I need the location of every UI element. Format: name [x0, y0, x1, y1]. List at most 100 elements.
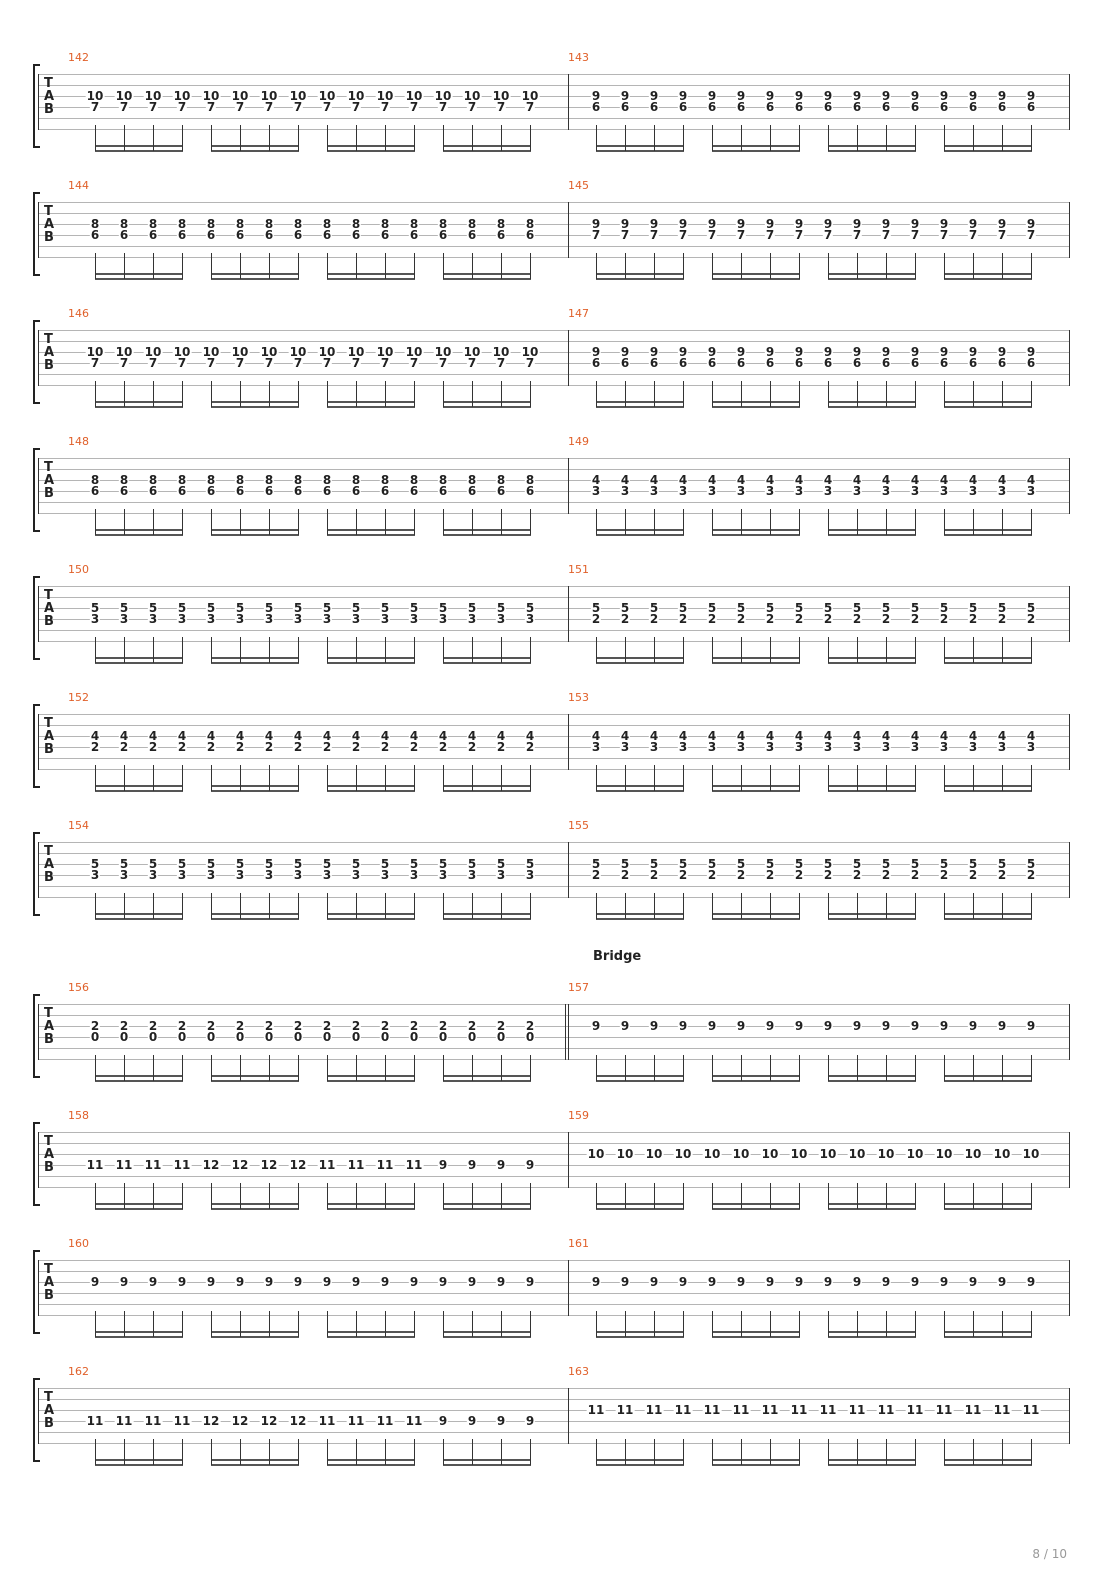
note-stem — [153, 509, 154, 535]
sixteenth-beam — [327, 1203, 415, 1205]
note-stem — [385, 637, 386, 663]
note-stem — [501, 125, 502, 151]
note-stem — [741, 125, 742, 151]
sixteenth-beam — [327, 273, 415, 275]
fret-number: 3 — [495, 612, 507, 626]
fret-number: 4 — [909, 729, 921, 743]
fret-number: 9 — [495, 1275, 507, 1289]
note-stem — [712, 637, 713, 663]
fret-number: 9 — [677, 1275, 689, 1289]
fret-number: 9 — [764, 89, 776, 103]
note-stem — [95, 1183, 96, 1209]
fret-number: 10 — [375, 89, 395, 103]
fret-number: 9 — [706, 89, 718, 103]
sixteenth-beam — [712, 1203, 800, 1205]
note-stem — [327, 637, 328, 663]
note-stem — [683, 509, 684, 535]
note-stem — [857, 253, 858, 279]
note-stem — [443, 893, 444, 919]
fret-number: 10 — [143, 345, 163, 359]
fret-number: 6 — [263, 484, 275, 498]
fret-number: 7 — [466, 100, 478, 114]
string-line — [38, 1037, 1070, 1038]
fret-number: 4 — [706, 473, 718, 487]
barline-end — [1069, 1388, 1070, 1444]
fret-number: 2 — [909, 868, 921, 882]
fret-number: 5 — [234, 601, 246, 615]
tab-clef-letter: B — [44, 614, 54, 629]
fret-number: 10 — [85, 89, 105, 103]
tab-clef-letter: T — [44, 1390, 53, 1405]
fret-number: 8 — [321, 473, 333, 487]
tab-clef-letter: A — [44, 729, 55, 744]
fret-number: 2 — [880, 612, 892, 626]
fret-number: 2 — [996, 612, 1008, 626]
note-stem — [298, 381, 299, 407]
fret-number: 3 — [1025, 740, 1037, 754]
fret-number: 9 — [466, 1414, 478, 1428]
fret-number: 3 — [321, 868, 333, 882]
fret-number: 5 — [292, 857, 304, 871]
fret-number: 9 — [524, 1414, 536, 1428]
sixteenth-beam — [944, 273, 1032, 275]
sixteenth-beam — [327, 913, 415, 915]
fret-number: 9 — [648, 345, 660, 359]
measure-number: 144 — [68, 179, 89, 192]
note-stem — [240, 1055, 241, 1081]
sixteenth-beam — [95, 1336, 183, 1338]
string-line — [38, 1187, 1070, 1188]
note-stem — [530, 765, 531, 791]
fret-number: 7 — [379, 100, 391, 114]
fret-number: 3 — [822, 484, 834, 498]
fret-number: 5 — [1025, 601, 1037, 615]
note-stem — [211, 1439, 212, 1465]
sixteenth-beam — [596, 662, 684, 664]
string-line — [38, 202, 1070, 203]
barline-end — [1069, 202, 1070, 258]
note-stem — [944, 253, 945, 279]
note-stem — [472, 1183, 473, 1209]
string-line — [38, 1165, 1070, 1166]
fret-number: 4 — [495, 729, 507, 743]
string-line — [38, 491, 1070, 492]
string-line — [38, 129, 1070, 130]
fret-number: 5 — [466, 857, 478, 871]
string-line — [38, 769, 1070, 770]
fret-number: 6 — [590, 100, 602, 114]
note-stem — [240, 1439, 241, 1465]
fret-number: 9 — [466, 1275, 478, 1289]
fret-number: 7 — [590, 228, 602, 242]
note-stem — [1031, 509, 1032, 535]
fret-number: 10 — [520, 345, 540, 359]
sixteenth-beam — [828, 1208, 916, 1210]
note-stem — [1031, 253, 1032, 279]
fret-number: 2 — [118, 740, 130, 754]
fret-number: 10 — [934, 1147, 954, 1161]
note-stem — [886, 893, 887, 919]
fret-number: 2 — [176, 1019, 188, 1033]
sixteenth-beam — [95, 401, 183, 403]
sixteenth-beam — [443, 1459, 531, 1461]
note-stem — [944, 637, 945, 663]
fret-number: 9 — [590, 1019, 602, 1033]
string-line — [38, 619, 1070, 620]
note-stem — [182, 1055, 183, 1081]
string-line — [38, 213, 1070, 214]
sixteenth-beam — [211, 1203, 299, 1205]
fret-number: 6 — [619, 356, 631, 370]
fret-number: 3 — [176, 612, 188, 626]
note-stem — [886, 1183, 887, 1209]
string-line — [38, 107, 1070, 108]
sixteenth-beam — [443, 145, 531, 147]
note-stem — [530, 253, 531, 279]
note-stem — [1002, 253, 1003, 279]
fret-number: 9 — [735, 1275, 747, 1289]
sixteenth-beam — [828, 1459, 916, 1461]
note-stem — [327, 125, 328, 151]
fret-number: 7 — [321, 100, 333, 114]
fret-number: 0 — [205, 1030, 217, 1044]
note-stem — [625, 125, 626, 151]
note-stem — [915, 765, 916, 791]
fret-number: 5 — [677, 857, 689, 871]
fret-number: 3 — [379, 868, 391, 882]
